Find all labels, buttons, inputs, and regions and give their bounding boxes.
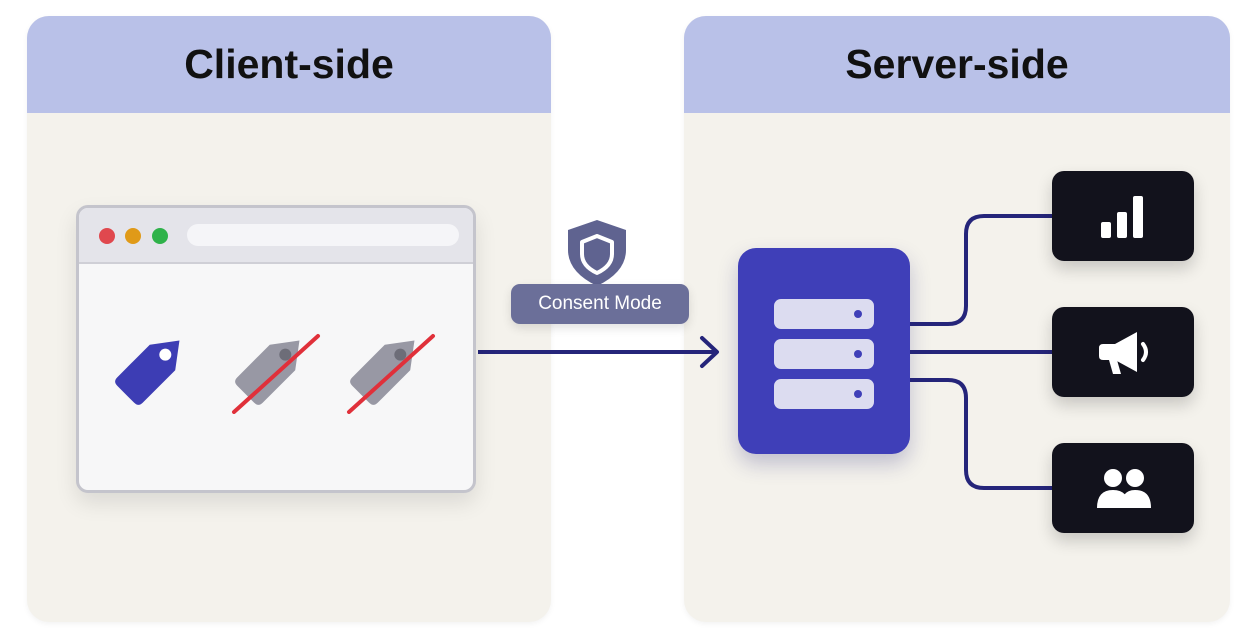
audiences-destination	[1052, 443, 1194, 533]
consent-mode-badge: Consent Mode	[511, 284, 689, 324]
maximize-dot-icon	[152, 228, 168, 244]
blocked-tag-icon	[232, 334, 320, 414]
analytics-destination	[1052, 171, 1194, 261]
server-icon	[738, 248, 910, 454]
bar-chart-icon	[1101, 196, 1143, 238]
blocked-tag-icon	[347, 334, 435, 414]
ads-destination	[1052, 307, 1194, 397]
browser-title-bar	[79, 208, 473, 264]
server-rack-unit	[774, 379, 874, 409]
close-dot-icon	[99, 228, 115, 244]
server-rack-unit	[774, 339, 874, 369]
users-icon	[1097, 469, 1151, 508]
shield-icon	[568, 220, 626, 286]
megaphone-icon	[1099, 332, 1148, 374]
minimize-dot-icon	[125, 228, 141, 244]
active-tag-icon	[115, 340, 180, 405]
client-side-title: Client-side	[27, 16, 551, 113]
address-bar	[187, 224, 459, 246]
server-rack-unit	[774, 299, 874, 329]
server-side-title: Server-side	[684, 16, 1230, 113]
